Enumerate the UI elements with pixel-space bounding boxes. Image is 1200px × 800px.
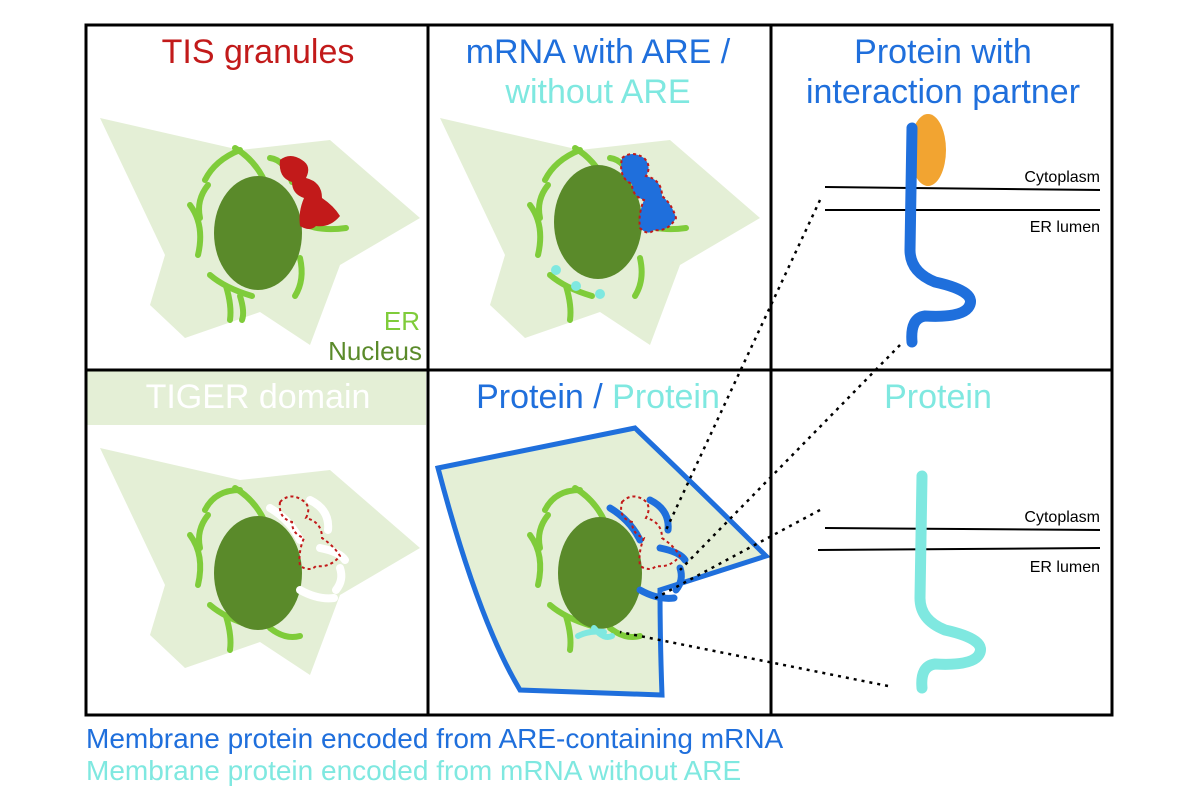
panel-title-mrna-line1: mRNA with ARE /: [466, 33, 731, 71]
panel-protein-pair: Protein / Protein: [434, 378, 771, 698]
er-network: [527, 485, 643, 653]
title-separator: /: [584, 378, 612, 416]
interaction-partner: [910, 114, 946, 186]
panel-title-tiger: TIGER domain: [146, 378, 371, 416]
tiger-domain-er: [266, 496, 349, 603]
panel-tiger: TIGER domain: [86, 371, 426, 675]
mrna-are-granule: [620, 153, 678, 234]
cytoplasm-label: Cytoplasm: [1024, 169, 1100, 186]
title-protein-no-are: Protein: [612, 378, 720, 416]
nucleus-label: Nucleus: [328, 336, 422, 366]
connector-noare-lower: [619, 630, 889, 688]
panel-tis-granules: TIS granules ER Nucleus: [100, 33, 422, 366]
title-protein-are: Protein: [476, 378, 584, 416]
nucleus: [214, 176, 302, 290]
nucleus: [214, 516, 302, 630]
cytoplasm-label: Cytoplasm: [1024, 509, 1100, 526]
membrane-protein-are: [904, 122, 976, 348]
membrane-protein-no-are: [914, 470, 986, 694]
nucleus: [558, 517, 642, 629]
tis-granule-outline: [620, 495, 682, 570]
membrane-lower: [817, 547, 1101, 551]
connector-lines: [619, 199, 901, 688]
mrna-without-are-dots: [551, 265, 605, 299]
tis-granule-outline: [278, 495, 342, 570]
nucleus: [554, 165, 642, 279]
membrane-upper: [824, 186, 1101, 191]
legend: Membrane protein encoded from ARE-contai…: [86, 723, 784, 786]
panel-title-partner-line2: interaction partner: [806, 73, 1080, 111]
grid-frame: [84, 23, 1114, 717]
er-network: [187, 485, 303, 653]
er-label: ER: [384, 306, 420, 336]
panel-title-protein-pair: Protein / Protein: [476, 378, 720, 416]
legend-line-are: Membrane protein encoded from ARE-contai…: [86, 723, 784, 754]
panel-title-mrna-line2: without ARE: [504, 73, 690, 111]
panel-title-partner-line1: Protein with: [854, 33, 1032, 71]
membrane-upper: [824, 527, 1101, 531]
tis-granule-cluster: [279, 156, 340, 229]
tiger-title-bg: [86, 371, 426, 425]
panel-title-tis: TIS granules: [162, 33, 355, 71]
er-lumen-label: ER lumen: [1030, 559, 1100, 576]
panel-mrna: mRNA with ARE / without ARE: [440, 33, 760, 345]
panel-protein-partner: Protein with interaction partner Cytopla…: [806, 33, 1101, 348]
panel-protein: Protein Cytoplasm ER lumen: [817, 378, 1101, 694]
er-with-no-are-protein: [575, 625, 615, 640]
er-lumen-label: ER lumen: [1030, 219, 1100, 236]
legend-line-no-are: Membrane protein encoded from mRNA witho…: [86, 755, 741, 786]
panel-title-protein: Protein: [884, 378, 992, 416]
